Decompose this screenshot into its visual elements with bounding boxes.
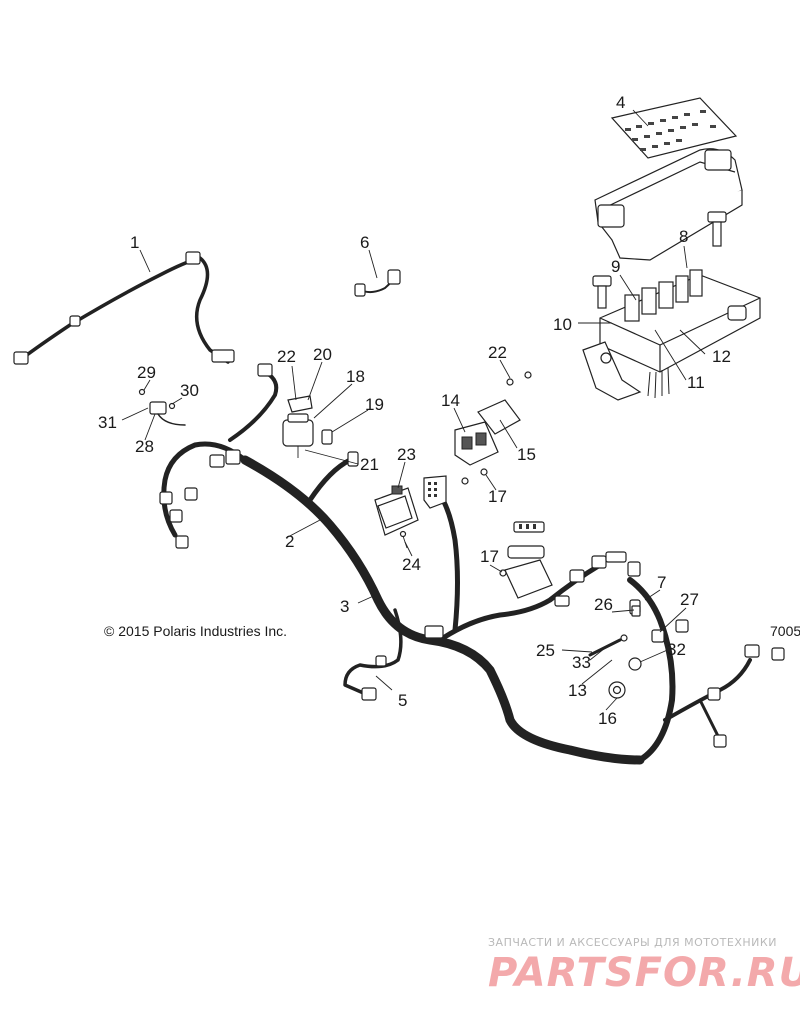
- callout-8: 8: [679, 227, 688, 246]
- callout-32: 32: [667, 640, 686, 659]
- callout-29: 29: [137, 363, 156, 382]
- callout-23: 23: [397, 445, 416, 464]
- nut-22: [506, 371, 532, 386]
- main-harness: [159, 363, 785, 765]
- watermark-logo: PARTSFOR.RU: [488, 950, 800, 996]
- callout-10: 10: [553, 315, 572, 334]
- callout-25: 25: [536, 641, 555, 660]
- callout-11: 11: [687, 373, 705, 392]
- callout-9: 9: [611, 257, 620, 276]
- ecu-module: [374, 485, 419, 536]
- sensor-harness-6: [354, 269, 401, 297]
- callout-27: 27: [680, 590, 699, 609]
- callout-22-right: 22: [488, 343, 507, 362]
- grommet-16: [608, 681, 626, 699]
- connector-block-ecu: [423, 475, 447, 509]
- callout-7: 7: [657, 573, 666, 592]
- relay-holder-14: [454, 421, 499, 466]
- callout-33: 33: [572, 653, 591, 672]
- fuse-box-base: [582, 269, 761, 401]
- fuse-box-bolt: [592, 211, 727, 309]
- callout-19: 19: [365, 395, 384, 414]
- fuse-box-lid-label: [610, 97, 738, 159]
- callout-1: 1: [130, 233, 139, 252]
- callout-16: 16: [598, 709, 617, 728]
- callout-24: 24: [402, 555, 421, 574]
- callout-17: 17: [488, 487, 507, 506]
- callout-2: 2: [285, 532, 294, 551]
- clip-32: [628, 657, 642, 671]
- callout-30: 30: [180, 381, 199, 400]
- callout-21: 21: [360, 455, 379, 474]
- callout-22: 22: [277, 347, 296, 366]
- callout-28: 28: [135, 437, 154, 456]
- callout-15: 15: [517, 445, 536, 464]
- fuse-holder-17: [504, 521, 553, 599]
- harness-1: [13, 251, 235, 365]
- callout-26: 26: [594, 595, 613, 614]
- callout-6: 6: [360, 233, 369, 252]
- callout-5: 5: [398, 691, 407, 710]
- callout-4: 4: [616, 93, 625, 112]
- leader-lines: [121, 109, 706, 711]
- callout-31: 31: [98, 413, 117, 432]
- callout-20: 20: [313, 345, 332, 364]
- bracket-20: [287, 395, 313, 413]
- fuse-box-cover: [594, 148, 743, 261]
- screw-24: [399, 530, 408, 549]
- callout-labels: 4 8 9 10 12 11 1 6 22 20 18 19 21 22 14 …: [98, 93, 731, 728]
- cover-15: [477, 399, 521, 435]
- clip-26: [631, 605, 641, 617]
- callout-14: 14: [441, 391, 460, 410]
- ground-strap-25: [588, 634, 628, 657]
- watermark-tagline: ЗАПЧАСТИ И АКСЕССУАРЫ ДЛЯ МОТОТЕХНИКИ: [488, 936, 777, 949]
- callout-3: 3: [340, 597, 349, 616]
- ignition-coil: [282, 413, 314, 458]
- callout-18: 18: [346, 367, 365, 386]
- figure-number: 7005: [770, 623, 800, 639]
- callout-12: 12: [712, 347, 731, 366]
- harness-5: [343, 608, 403, 701]
- sensor-19: [321, 429, 333, 445]
- callout-17-lower: 17: [480, 547, 499, 566]
- callout-13: 13: [568, 681, 587, 700]
- sensor-29-30: [138, 388, 186, 426]
- copyright-notice: © 2015 Polaris Industries Inc.: [104, 623, 287, 639]
